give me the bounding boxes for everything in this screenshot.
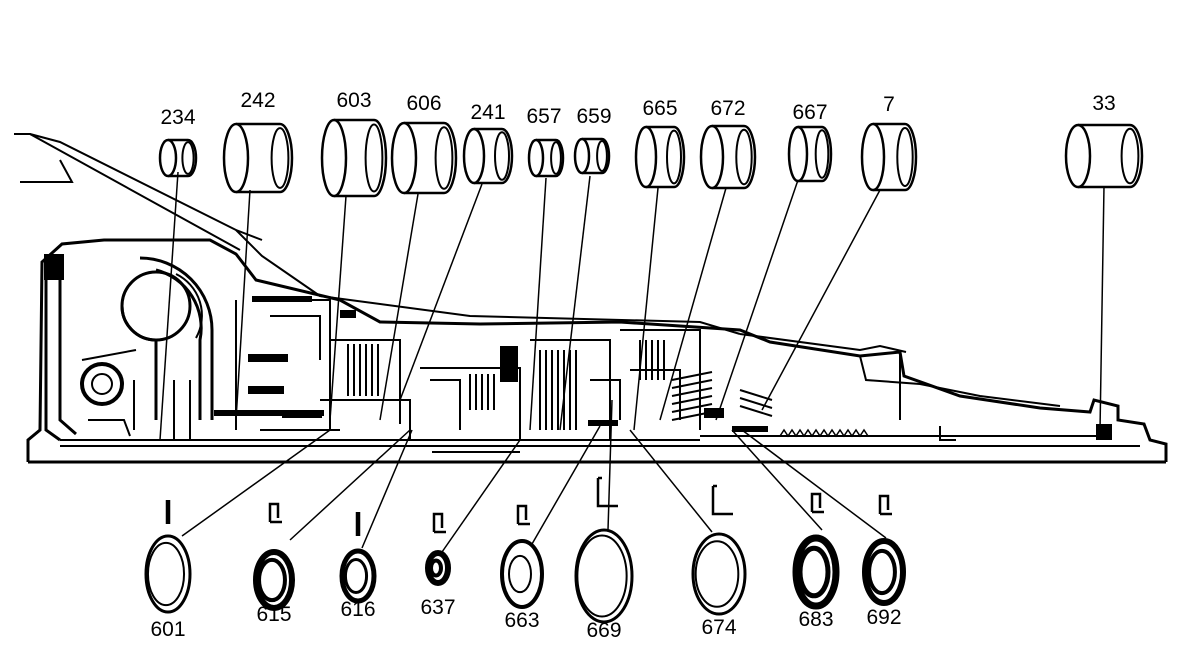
top-callout-labels: 234 242 603 606 241 657 659 665 672 667 …: [160, 89, 1115, 129]
washer-692: [862, 494, 906, 606]
cross-section-glyph-669: [596, 476, 618, 508]
bushing-657: [527, 138, 565, 178]
cross-section-glyph-663: [516, 504, 530, 526]
clutch-pack-2: [469, 374, 495, 410]
bushing-234: [158, 138, 198, 178]
cross-section-glyph-616: [355, 512, 361, 536]
washer-683: [792, 492, 840, 610]
callout-665: 665: [642, 97, 677, 120]
callout-692: 692: [866, 606, 901, 629]
clutch-pack-3: [539, 350, 577, 430]
return-spring-stack: [671, 371, 713, 421]
callout-657: 657: [526, 105, 561, 128]
callout-601: 601: [150, 618, 185, 641]
cross-section-glyph-637: [432, 512, 446, 534]
bushing-242: [222, 122, 294, 194]
bushing-603: [320, 118, 388, 198]
rear-spring: [739, 389, 773, 417]
callout-241: 241: [470, 101, 505, 124]
cross-section-glyph-601: [165, 500, 171, 524]
callout-606: 606: [406, 92, 441, 115]
cross-section-glyph-674: [711, 484, 733, 516]
callout-234: 234: [160, 106, 195, 129]
bushing-659: [573, 137, 611, 175]
bushing-665: [634, 125, 686, 189]
cross-section-glyph-692: [878, 494, 892, 516]
clutch-pack-4: [639, 340, 665, 380]
callout-669: 669: [586, 619, 621, 642]
callout-663: 663: [504, 609, 539, 632]
callout-615: 615: [256, 603, 291, 626]
washer-674: [691, 484, 747, 616]
cross-section-glyph-683: [810, 492, 824, 514]
bushing-667: [787, 125, 833, 183]
callout-659: 659: [576, 105, 611, 128]
bottom-callout-labels: 601 615 616 637 663 669 674 683 692: [150, 596, 901, 642]
callout-7: 7: [883, 93, 895, 116]
bushing-241: [462, 127, 514, 185]
callout-683: 683: [798, 608, 833, 631]
washer-669: [574, 476, 634, 624]
washer-616: [339, 512, 377, 604]
bushings-row: [158, 118, 1144, 198]
callout-674: 674: [701, 616, 736, 639]
bushing-7: [860, 122, 918, 192]
callout-33: 33: [1092, 92, 1115, 115]
leader-lines: [159, 171, 1105, 553]
bushing-606: [390, 121, 458, 195]
callout-667: 667: [792, 101, 827, 124]
callout-603: 603: [336, 89, 371, 112]
washer-637: [425, 512, 451, 586]
callout-242: 242: [240, 89, 275, 112]
callout-637: 637: [420, 596, 455, 619]
bushing-672: [699, 124, 757, 190]
callout-672: 672: [710, 97, 745, 120]
transmission-cross-section: [14, 133, 1168, 464]
bushing-33: [1064, 123, 1144, 189]
washer-615: [253, 502, 295, 611]
clutch-pack-1: [347, 344, 379, 396]
cross-section-glyph-615: [268, 502, 282, 524]
washer-601: [144, 500, 192, 614]
callout-616: 616: [340, 598, 375, 621]
washer-663: [500, 504, 544, 609]
washers-row: [144, 476, 906, 624]
